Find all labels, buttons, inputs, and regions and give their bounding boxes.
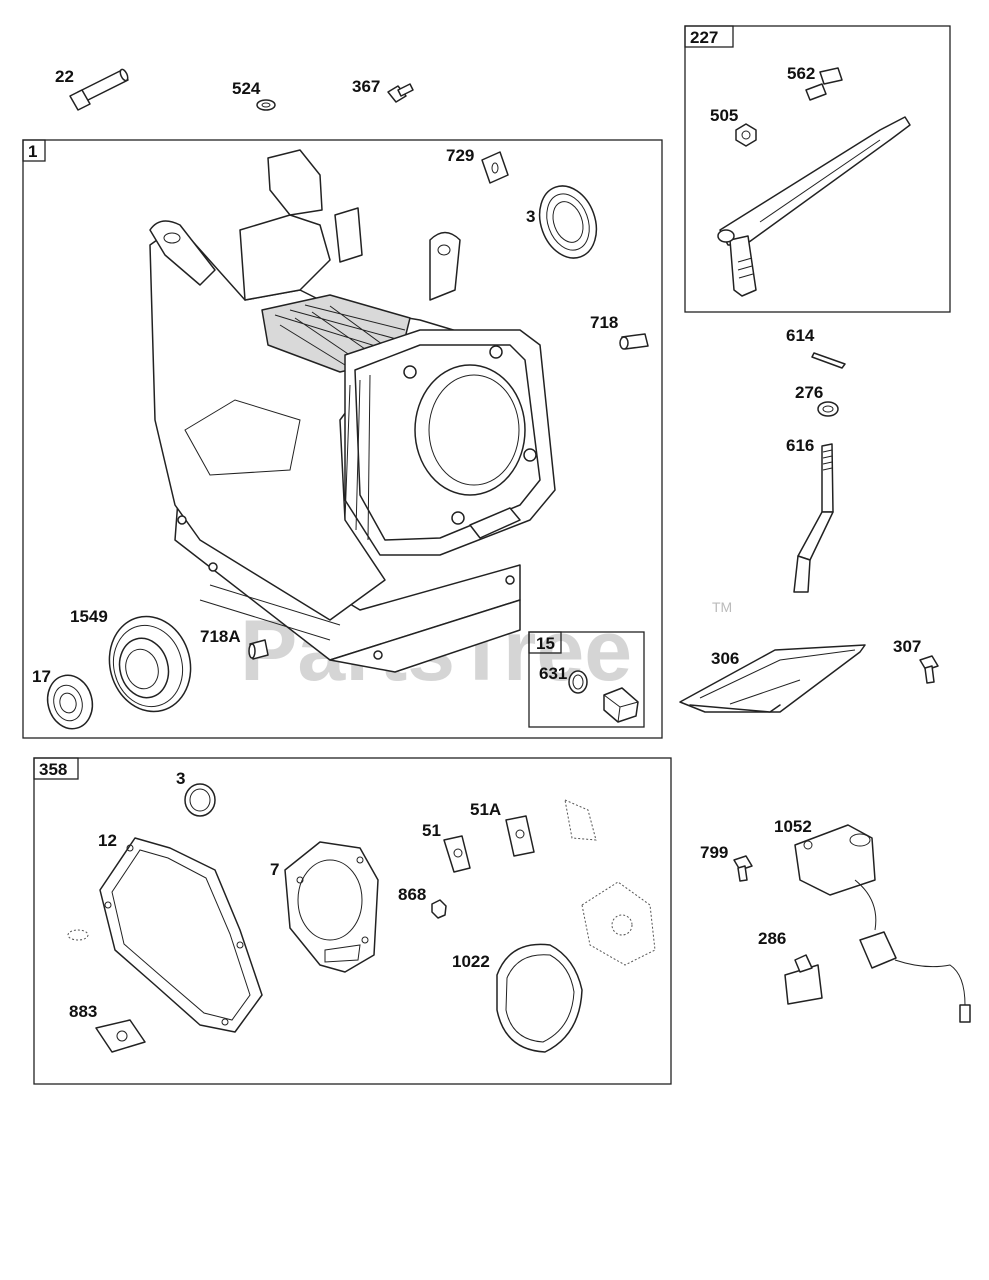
part-868-nut[interactable] <box>431 899 447 919</box>
label-729: 729 <box>446 146 474 165</box>
dotted-gasket-upper <box>564 799 597 841</box>
part-307-screw[interactable] <box>919 655 939 684</box>
part-227-governor-lever[interactable] <box>717 116 911 297</box>
label-51a: 51A <box>470 800 501 819</box>
part-367-screw[interactable] <box>387 83 414 103</box>
label-868: 868 <box>398 885 426 904</box>
label-12: 12 <box>98 831 117 850</box>
label-3-gasket-set: 3 <box>176 769 185 788</box>
label-718a: 718A <box>200 627 241 646</box>
part-631-washer[interactable] <box>568 670 588 694</box>
part-276-seal[interactable] <box>817 401 839 417</box>
group-227-box: 227 <box>684 25 951 313</box>
part-22-bolt[interactable] <box>69 68 129 111</box>
part-3-oil-seal[interactable] <box>530 178 606 266</box>
group-15-box: 15 <box>528 631 645 728</box>
part-562-bolt[interactable] <box>805 67 843 101</box>
part-17-bearing[interactable] <box>42 670 98 734</box>
label-17: 17 <box>32 667 51 686</box>
part-3-oil-seal-gasket-set[interactable] <box>184 783 216 817</box>
part-1549-bearing[interactable] <box>99 607 201 720</box>
group-1-label: 1 <box>28 142 37 161</box>
label-614: 614 <box>786 326 815 345</box>
part-286-bracket[interactable] <box>784 954 823 1005</box>
label-367: 367 <box>352 77 380 96</box>
label-718: 718 <box>590 313 618 332</box>
part-15-drain-plug[interactable] <box>603 687 639 723</box>
label-1549: 1549 <box>70 607 108 626</box>
label-631: 631 <box>539 664 567 683</box>
label-7: 7 <box>270 860 279 879</box>
label-883: 883 <box>69 1002 97 1021</box>
part-614-pin[interactable] <box>811 352 846 369</box>
part-729-plug[interactable] <box>481 151 509 184</box>
dotted-gasket-hole <box>611 914 633 936</box>
part-1022-seal[interactable] <box>496 943 583 1053</box>
dotted-gasket-lower <box>581 881 656 966</box>
part-616-governor-shaft[interactable] <box>793 443 834 593</box>
part-799-screw[interactable] <box>733 855 753 882</box>
dotted-washer <box>67 929 89 941</box>
group-15-label: 15 <box>536 634 555 653</box>
label-799: 799 <box>700 843 728 862</box>
part-51a-gasket[interactable] <box>505 815 535 857</box>
part-1052-oil-sensor[interactable] <box>794 824 971 1023</box>
label-307: 307 <box>893 637 921 656</box>
label-616: 616 <box>786 436 814 455</box>
group-358-box: 358 <box>33 757 672 1085</box>
part-505-nut[interactable] <box>735 123 757 147</box>
part-524-washer[interactable] <box>256 99 276 111</box>
part-718-dowel[interactable] <box>619 333 649 350</box>
label-3-top: 3 <box>526 207 535 226</box>
label-562: 562 <box>787 64 815 83</box>
part-51-gasket[interactable] <box>443 835 471 873</box>
label-51: 51 <box>422 821 441 840</box>
label-524: 524 <box>232 79 261 98</box>
crankcase-cylinder-block[interactable] <box>149 149 556 673</box>
group-227-label: 227 <box>690 28 718 47</box>
label-306: 306 <box>711 649 739 668</box>
part-718a-dowel[interactable] <box>248 639 269 660</box>
watermark-trademark: TM <box>712 599 732 615</box>
part-306-guard[interactable] <box>679 644 866 713</box>
label-286: 286 <box>758 929 786 948</box>
part-883-gasket[interactable] <box>95 1019 146 1053</box>
label-1022: 1022 <box>452 952 490 971</box>
label-1052: 1052 <box>774 817 812 836</box>
part-12-crankcase-gasket[interactable] <box>99 837 263 1033</box>
part-7-head-gasket[interactable] <box>284 841 379 973</box>
label-22: 22 <box>55 67 74 86</box>
group-358-label: 358 <box>39 760 67 779</box>
label-505: 505 <box>710 106 738 125</box>
label-276: 276 <box>795 383 823 402</box>
group-1-box: 1 <box>22 139 663 739</box>
